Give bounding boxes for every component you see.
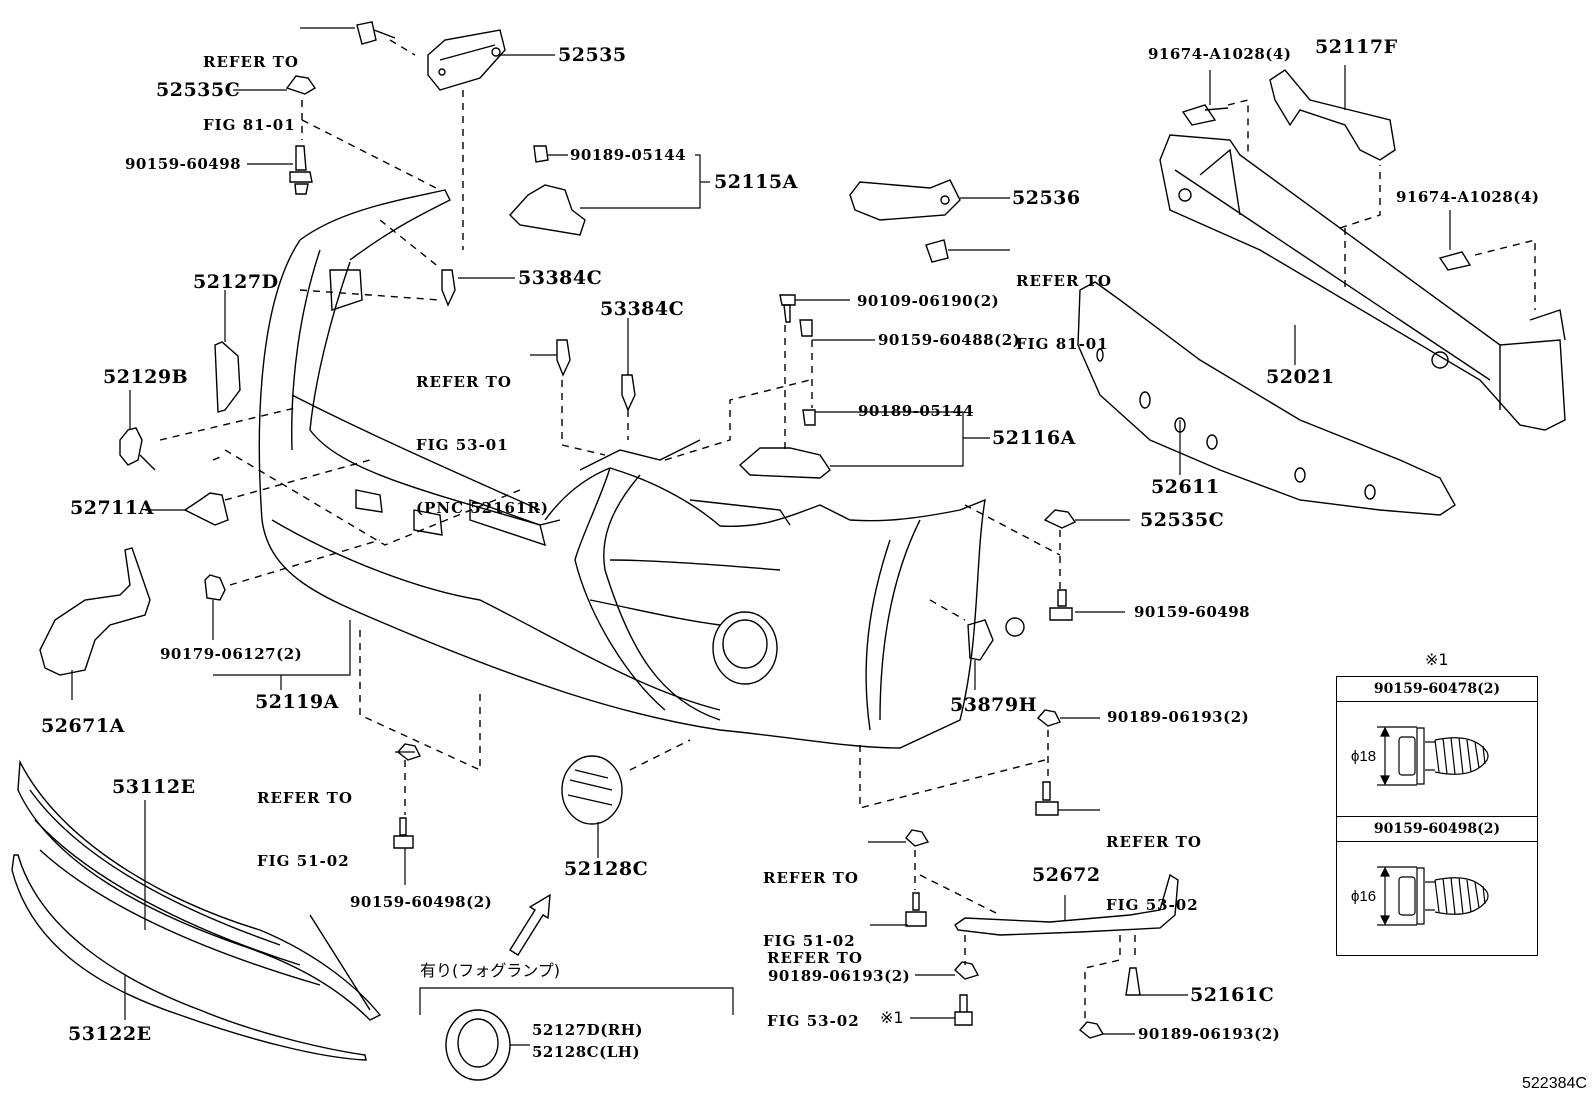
- part-label-52161c[interactable]: 52161C: [1190, 984, 1275, 1006]
- ref-line: REFER TO: [767, 949, 863, 967]
- part-label-52535[interactable]: 52535: [558, 44, 627, 66]
- ref-line: REFER TO: [203, 53, 299, 71]
- part-label-53122e[interactable]: 53122E: [68, 1023, 152, 1045]
- fasteners-shapes: [394, 270, 1140, 1038]
- leader-lines: [72, 28, 1450, 1045]
- molding-52672-shape: [955, 875, 1178, 935]
- ref-line: REFER TO: [1106, 833, 1202, 851]
- bracket-52117f-shape: [1183, 70, 1470, 270]
- fog-ring-shape: [446, 1010, 510, 1080]
- part-label-52127d[interactable]: 52127D: [193, 271, 279, 293]
- clip-52535c-shape: [287, 76, 315, 194]
- note-marker[interactable]: ※1: [880, 1008, 904, 1027]
- molding-53122e-shape: [12, 855, 366, 1060]
- part-label-52117f[interactable]: 52117F: [1315, 36, 1398, 58]
- part-label-52535c[interactable]: 52535C: [156, 79, 241, 101]
- detail-row-cell: ϕ18: [1337, 702, 1537, 817]
- part-label-52127d-rh[interactable]: 52127D(RH): [532, 1021, 644, 1039]
- part-label-90189-05144[interactable]: 90189-05144: [570, 146, 687, 164]
- absorber-52611-shape: [1078, 282, 1455, 515]
- part-label-91674-a1028[interactable]: 91674-A1028(4): [1396, 188, 1540, 206]
- part-label-52128c-lh[interactable]: 52128C(LH): [532, 1043, 641, 1061]
- part-label-52671a[interactable]: 52671A: [41, 715, 125, 737]
- cover-52127d-shape: [215, 342, 240, 412]
- ref-line: FIG 53-01: [416, 436, 509, 454]
- screw-bolt-icon: [1377, 722, 1527, 792]
- ref-line: FIG 53-02: [1106, 896, 1199, 914]
- bracket-52671a-shape: [40, 548, 150, 675]
- reinforcement-52021-shape: [1160, 135, 1565, 430]
- ref-line: FIG 53-02: [767, 1012, 860, 1030]
- part-label-90179-06127[interactable]: 90179-06127(2): [160, 645, 303, 663]
- part-label-52115a[interactable]: 52115A: [714, 171, 798, 193]
- part-label-53112e[interactable]: 53112E: [112, 776, 196, 798]
- retainer-52115a-shape: [510, 146, 585, 235]
- ref-line: REFER TO: [416, 373, 512, 391]
- ref-fig-53-02-bottom[interactable]: REFER TO FIG 53-02: [767, 906, 863, 1053]
- part-label-91674-a1028[interactable]: 91674-A1028(4): [1148, 45, 1292, 63]
- part-label-90109-06190[interactable]: 90109-06190(2): [857, 292, 1000, 310]
- ref-line: FIG 51-02: [257, 852, 350, 870]
- detail-row-cell: ϕ16: [1337, 842, 1537, 956]
- part-label-53384c[interactable]: 53384C: [518, 267, 603, 289]
- ref-fig-53-02-right[interactable]: REFER TO FIG 53-02: [1106, 790, 1202, 937]
- part-label-52119a[interactable]: 52119A: [255, 691, 339, 713]
- diameter-label: ϕ16: [1351, 888, 1377, 905]
- part-label-90159-60498[interactable]: 90159-60498: [125, 155, 242, 173]
- bracket-52536-shape: [850, 180, 960, 262]
- part-label-90189-06193[interactable]: 90189-06193(2): [1138, 1025, 1281, 1043]
- part-label-52611[interactable]: 52611: [1151, 476, 1220, 498]
- part-label-53879h[interactable]: 53879H: [950, 694, 1038, 716]
- fog-lamp-option-caption: 有り(フォグランプ): [420, 961, 561, 980]
- ref-fig-51-02-bottom[interactable]: REFER TO FIG 51-02: [763, 826, 859, 973]
- part-label-90159-60498-2[interactable]: 90159-60498(2): [350, 893, 493, 911]
- ref-fig-53-01[interactable]: REFER TO FIG 53-01 (PNC 52161R): [416, 330, 549, 540]
- part-label-52711a[interactable]: 52711A: [70, 497, 154, 519]
- diameter-label: ϕ18: [1351, 748, 1377, 765]
- cover-52128c-shape: [562, 756, 622, 824]
- ref-line: FIG 81-01: [203, 116, 296, 134]
- connection-lines: [160, 40, 1535, 1020]
- part-label-52535c[interactable]: 52535C: [1140, 509, 1225, 531]
- ref-line: (PNC 52161R): [416, 499, 549, 517]
- bracket-52535-shape: [357, 22, 505, 90]
- part-label-52129b[interactable]: 52129B: [103, 366, 189, 388]
- part-label-90189-06193[interactable]: 90189-06193(2): [768, 967, 911, 985]
- detail-row-header[interactable]: 90159-60498(2): [1337, 817, 1537, 842]
- part-label-52128c[interactable]: 52128C: [564, 858, 649, 880]
- part-label-52536[interactable]: 52536: [1012, 187, 1081, 209]
- ref-fig-81-01-right[interactable]: REFER TO FIG 81-01: [1016, 229, 1112, 376]
- detail-row-header[interactable]: 90159-60478(2): [1337, 677, 1537, 702]
- ref-line: REFER TO: [763, 869, 859, 887]
- cap-52129b-shape: [120, 428, 155, 470]
- arrow-up-icon: [510, 895, 550, 955]
- ref-line: FIG 51-02: [763, 932, 856, 950]
- bumper-cover-shape: [259, 190, 985, 748]
- ref-line: REFER TO: [257, 789, 353, 807]
- part-label-52021[interactable]: 52021: [1266, 366, 1335, 388]
- part-label-90189-06193[interactable]: 90189-06193(2): [1107, 708, 1250, 726]
- grille-53112e-shape: [18, 762, 380, 1020]
- part-label-52116a[interactable]: 52116A: [992, 427, 1076, 449]
- figure-id: 522384C: [1522, 1075, 1587, 1092]
- part-label-53384c[interactable]: 53384C: [600, 298, 685, 320]
- ref-fig-51-02-left[interactable]: REFER TO FIG 51-02: [257, 746, 353, 893]
- retainer-52116a-shape: [740, 295, 830, 478]
- part-label-52672[interactable]: 52672: [1032, 864, 1101, 886]
- part-label-90189-05144[interactable]: 90189-05144: [858, 402, 975, 420]
- ref-line: FIG 81-01: [1016, 335, 1109, 353]
- detail-table-title: ※1: [1425, 650, 1449, 669]
- fog-option-bracket: [420, 988, 733, 1015]
- sensor-53879h-shape: [968, 618, 1024, 660]
- detail-table: 90159-60478(2) ϕ18 90159-60498(2) ϕ16: [1336, 676, 1538, 956]
- ref-fig-81-01-top[interactable]: REFER TO FIG 81-01: [203, 10, 299, 157]
- clip-90179-06127-shape: [205, 575, 225, 600]
- ref-line: REFER TO: [1016, 272, 1112, 290]
- part-label-90159-60498[interactable]: 90159-60498: [1134, 603, 1251, 621]
- seal-52711a-shape: [185, 493, 228, 525]
- part-label-90159-60488[interactable]: 90159-60488(2): [878, 331, 1021, 349]
- screw-bolt-icon: [1377, 862, 1527, 932]
